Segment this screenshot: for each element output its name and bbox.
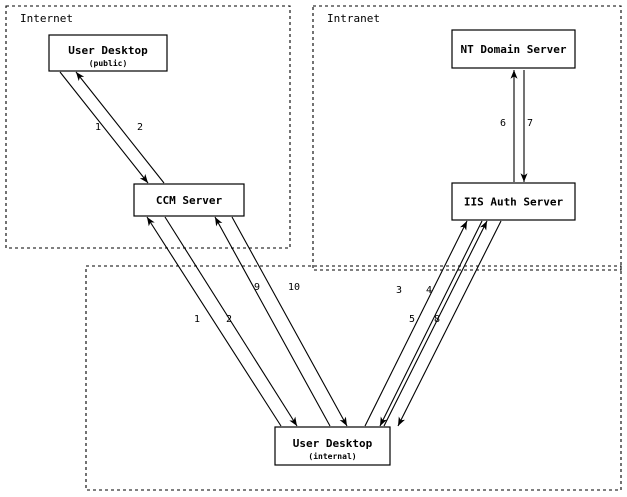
node-title-iis-auth-server: IIS Auth Server	[464, 196, 564, 209]
flow-flow-4	[379, 220, 483, 427]
flow-flow-1-public	[59, 71, 149, 184]
zone-intranet: Intranet	[312, 5, 622, 271]
flow-label-flow-1-public: 1	[95, 122, 101, 133]
zone-boundary-internet	[5, 5, 291, 249]
flow-line-flow-4	[379, 220, 483, 427]
node-title-ccm-server: CCM Server	[156, 194, 223, 207]
zone-boundary-internal-net	[85, 265, 622, 491]
flow-flow-2-public	[75, 71, 165, 184]
flow-flow-5	[383, 220, 488, 427]
node-subtitle-user-desktop-public: (public)	[89, 58, 128, 68]
flow-label-flow-2-public: 2	[137, 122, 143, 133]
flow-flow-9	[214, 216, 331, 427]
node-nt-domain-server[interactable]: NT Domain Server	[451, 29, 576, 69]
zone-label-intranet: Intranet	[327, 12, 380, 25]
flow-label-flow-8: 8	[434, 314, 440, 325]
flow-line-flow-10	[231, 216, 348, 427]
node-title-user-desktop-public: User Desktop	[68, 44, 148, 57]
flow-flow-2-internal	[164, 216, 298, 427]
flow-line-flow-1-public	[59, 71, 149, 184]
node-box-iis-auth-server[interactable]	[451, 182, 576, 221]
flow-line-flow-1-internal	[146, 216, 282, 427]
flow-label-flow-1-internal: 1	[194, 314, 200, 325]
node-box-user-desktop-public[interactable]	[48, 34, 168, 72]
flow-line-flow-2-internal	[164, 216, 298, 427]
zone-internet: Internet	[5, 5, 291, 249]
zone-boundary-intranet	[312, 5, 622, 271]
flow-label-flow-7: 7	[527, 118, 533, 129]
flow-flow-3	[364, 220, 468, 427]
node-box-user-desktop-internal[interactable]	[274, 426, 391, 466]
flow-line-flow-5	[383, 220, 488, 427]
flow-line-flow-2-public	[75, 71, 165, 184]
flow-label-flow-2-internal: 2	[226, 314, 232, 325]
flow-flow-1-internal	[146, 216, 282, 427]
flow-label-flow-9: 9	[254, 282, 260, 293]
flows-layer	[59, 70, 528, 427]
flow-flow-8	[397, 220, 502, 427]
zone-internal-net	[85, 265, 622, 491]
node-ccm-server[interactable]: CCM Server	[133, 183, 245, 217]
node-box-nt-domain-server[interactable]	[451, 29, 576, 69]
flow-label-flow-4: 4	[426, 285, 432, 296]
zone-label-internet: Internet	[20, 12, 73, 25]
node-title-user-desktop-internal: User Desktop	[293, 437, 373, 450]
node-subtitle-user-desktop-internal: (internal)	[308, 451, 356, 461]
flow-line-flow-3	[364, 220, 468, 427]
flow-label-flow-6: 6	[500, 118, 506, 129]
flow-label-flow-5: 5	[409, 314, 415, 325]
flow-line-flow-9	[214, 216, 331, 427]
node-iis-auth-server[interactable]: IIS Auth Server	[451, 182, 576, 221]
node-user-desktop-internal[interactable]: User Desktop(internal)	[274, 426, 391, 466]
flow-flow-10	[231, 216, 348, 427]
node-user-desktop-public[interactable]: User Desktop(public)	[48, 34, 168, 72]
flow-labels-layer: 1 2 1 2 9 10 3 4 5 8 6 7	[95, 118, 533, 325]
node-box-ccm-server[interactable]	[133, 183, 245, 217]
node-title-nt-domain-server: NT Domain Server	[461, 43, 567, 56]
flow-line-flow-8	[397, 220, 502, 427]
flow-label-flow-10: 10	[288, 282, 300, 293]
flow-label-flow-3: 3	[396, 285, 402, 296]
zones-layer: Internet Intranet	[5, 5, 622, 491]
